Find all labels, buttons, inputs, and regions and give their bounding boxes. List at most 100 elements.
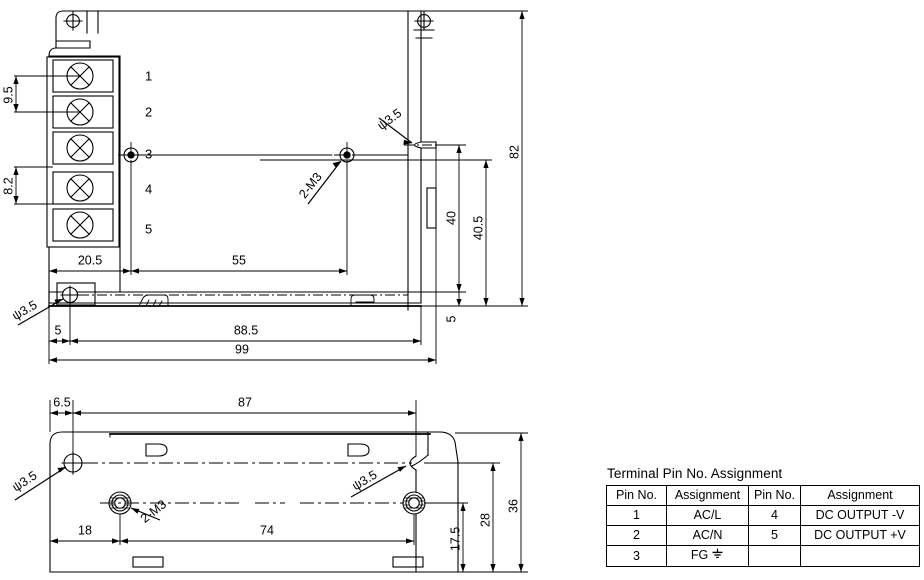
- dimension-18: 18: [49, 505, 121, 545]
- callout-3-5-top-right-label: ψ3.5: [375, 106, 405, 133]
- side-mounting-hole-m3-left: [100, 491, 285, 515]
- cell-pin-a: 1: [606, 505, 667, 526]
- cell-assign-b: [800, 545, 920, 567]
- dimension-9-5: 9.5: [1, 75, 80, 113]
- dimension-8-2: 8.2: [1, 166, 53, 205]
- top-view-case-outline: [48, 10, 437, 311]
- side-callout-3-5-right: ψ3.5: [350, 465, 407, 498]
- header-pin-no-a: Pin No.: [606, 485, 667, 506]
- table-row: 3 FG: [606, 545, 920, 567]
- side-view-case-outline: [49, 431, 459, 573]
- side-view: ψ3.5 ψ3.5: [10, 395, 528, 573]
- hole-3-5-top-right: ψ3.5: [375, 106, 462, 149]
- dimension-87: 87: [73, 395, 417, 456]
- dimension-9-5-label: 9.5: [1, 86, 15, 103]
- table-header-row: Pin No. Assignment Pin No. Assignment: [606, 485, 920, 506]
- side-hole-3-5-left: ψ3.5: [10, 451, 412, 501]
- side-vent-slot-left: [145, 443, 168, 457]
- cell-pin-a: 3: [606, 545, 667, 567]
- dimension-28: 28: [424, 462, 500, 572]
- top-right-datum-target-icon: [413, 11, 435, 39]
- table-row: 1 AC/L 4 DC OUTPUT -V: [606, 505, 920, 526]
- callout-2-m3-top-view-label: 2-M3: [296, 170, 325, 201]
- pin-label-5: 5: [145, 221, 152, 236]
- cell-pin-b: 4: [748, 505, 801, 526]
- dimension-40: 40: [408, 144, 466, 293]
- top-left-datum-target-icon: [63, 10, 99, 34]
- dimension-99-label: 99: [235, 342, 249, 356]
- dimension-8-2-label: 8.2: [1, 177, 15, 194]
- terminal-pin-assignment-block: Terminal Pin No. Assignment Pin No. Assi…: [606, 466, 920, 567]
- dimension-74-label: 74: [260, 523, 274, 537]
- cell-assign-a-text: FG: [690, 548, 709, 562]
- dimension-55: 55: [131, 168, 348, 275]
- dimension-88-5-label: 88.5: [234, 323, 258, 337]
- dimension-87-label: 87: [238, 395, 252, 409]
- dimension-88-5: 88.5: [70, 306, 422, 345]
- cell-assign-a: AC/L: [666, 505, 749, 526]
- terminal-screw-5: [66, 211, 94, 239]
- dimension-36-label: 36: [506, 499, 520, 513]
- callout-2-m3-side-view: 2-M3: [130, 497, 169, 526]
- dimension-40-5-label: 40.5: [471, 216, 485, 240]
- cell-assign-a: AC/N: [666, 525, 749, 546]
- side-vent-slot-right: [347, 443, 370, 457]
- dimension-40-label: 40: [444, 211, 458, 225]
- dimension-18-label: 18: [78, 523, 92, 537]
- dimension-20-5: 20.5: [48, 168, 132, 275]
- callout-2-m3-top-view: 2-M3: [296, 160, 342, 205]
- dimension-55-label: 55: [232, 253, 246, 267]
- dimension-28-label: 28: [478, 513, 492, 527]
- terminal-screw-4: [66, 174, 94, 202]
- top-view: 1 2 3 4 5 9.5 8.2: [1, 10, 528, 364]
- side-callout-3-5-left-label: ψ3.5: [10, 468, 40, 494]
- side-label-slot-left: [132, 556, 164, 568]
- side-hole-3-5-right: ψ3.5: [350, 455, 417, 573]
- dimension-5-vertical-label: 5: [444, 315, 458, 322]
- case-latch-detail-left: [138, 294, 169, 307]
- dimension-40-5: 40.5: [260, 159, 492, 306]
- dimension-17-5: 17.5: [424, 502, 478, 573]
- dimension-99: 99: [48, 148, 437, 364]
- dimension-5-left-label: 5: [55, 323, 62, 337]
- cell-assign-a-fg: FG: [666, 545, 749, 567]
- dimension-82: 82: [421, 10, 528, 307]
- callout-3-5-bottom-left-label: ψ3.5: [10, 298, 40, 323]
- dimension-82-label: 82: [507, 145, 521, 159]
- pin-label-4: 4: [145, 181, 152, 196]
- case-latch-detail-right: [350, 294, 375, 307]
- dimension-6-5-label: 6.5: [53, 395, 70, 409]
- hole-3-5-bottom-left: ψ3.5: [10, 282, 408, 326]
- dimension-74: 74: [120, 514, 415, 545]
- side-mounting-hole-m3-right: [300, 491, 460, 515]
- header-pin-no-b: Pin No.: [748, 485, 801, 506]
- mounting-hole-m3-right: [334, 142, 360, 168]
- pin-label-3: 3: [145, 146, 152, 161]
- table-row: 2 AC/N 5 DC OUTPUT +V: [606, 525, 920, 546]
- cell-assign-b: DC OUTPUT -V: [800, 505, 920, 526]
- pin-label-1: 1: [145, 68, 152, 83]
- callout-3-5-top-right: ψ3.5: [375, 106, 413, 145]
- cell-assign-b: DC OUTPUT +V: [800, 525, 920, 546]
- pin-table-title: Terminal Pin No. Assignment: [607, 466, 783, 481]
- case-side-slot: [426, 187, 437, 229]
- callout-3-5-bottom-left: ψ3.5: [10, 298, 64, 326]
- cell-pin-a: 2: [606, 525, 667, 546]
- dimension-6-5: 6.5: [49, 395, 74, 452]
- side-label-slot-right: [392, 556, 424, 568]
- dimension-5-vertical: 5: [421, 292, 466, 322]
- cell-pin-b: [748, 545, 801, 567]
- callout-2-m3-side-view-label: 2-M3: [138, 497, 169, 526]
- header-assignment-b: Assignment: [800, 485, 920, 506]
- terminal-block: [46, 56, 120, 248]
- header-assignment-a: Assignment: [666, 485, 749, 506]
- dimension-17-5-label: 17.5: [448, 527, 462, 551]
- terminal-screw-3: [66, 134, 94, 162]
- pin-label-2: 2: [145, 104, 152, 119]
- cell-pin-b: 5: [748, 525, 801, 546]
- dimension-20-5-label: 20.5: [78, 253, 102, 267]
- side-callout-3-5-left: ψ3.5: [10, 466, 67, 501]
- earth-ground-icon: [711, 547, 724, 566]
- dimension-5-left: 5: [48, 302, 71, 345]
